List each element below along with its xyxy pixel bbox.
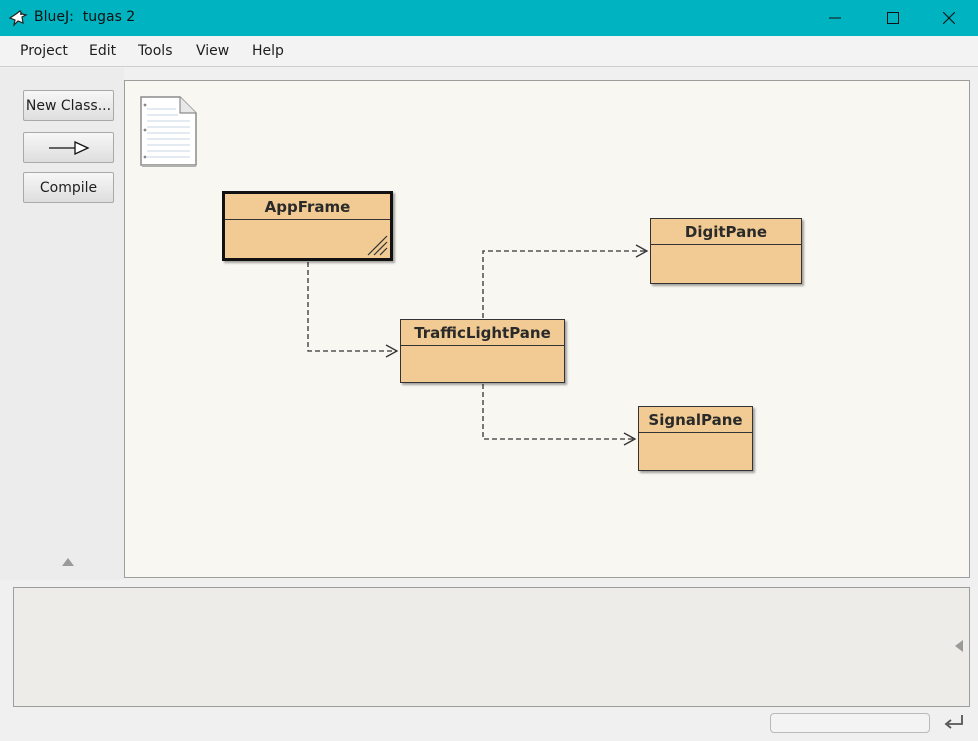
- bluej-bird-icon: [8, 10, 28, 27]
- object-bench[interactable]: [13, 587, 970, 707]
- class-appframe[interactable]: AppFrame: [222, 191, 393, 261]
- triangle-left-icon[interactable]: [954, 639, 964, 653]
- class-name-trafficlightpane: TrafficLightPane: [401, 320, 564, 346]
- class-name-digitpane: DigitPane: [651, 219, 801, 245]
- menu-bar: Project Edit Tools View Help: [0, 36, 978, 67]
- triangle-up-icon[interactable]: [61, 557, 75, 567]
- menu-edit[interactable]: Edit: [89, 43, 117, 59]
- close-button[interactable]: [920, 0, 978, 36]
- project-name: tugas 2: [82, 9, 136, 25]
- app-name: BlueJ:: [34, 9, 74, 25]
- minimize-button[interactable]: [806, 0, 864, 36]
- dependency-trafficlightpane-signalpane: [482, 384, 634, 440]
- class-signalpane[interactable]: SignalPane: [638, 406, 753, 471]
- menu-help[interactable]: Help: [252, 43, 284, 59]
- inheritance-arrow-icon: [48, 140, 90, 155]
- dependency-appframe-trafficlightpane: [307, 262, 396, 352]
- menu-view[interactable]: View: [196, 43, 230, 59]
- resize-handle-icon[interactable]: [366, 234, 388, 256]
- minimize-icon: [829, 17, 841, 19]
- menu-tools[interactable]: Tools: [138, 43, 173, 59]
- class-name-appframe: AppFrame: [225, 194, 390, 220]
- readme-document-icon[interactable]: [138, 95, 198, 169]
- close-icon: [943, 12, 955, 24]
- reset-vm-icon[interactable]: [942, 712, 966, 734]
- class-name-signalpane: SignalPane: [639, 407, 752, 433]
- new-class-button[interactable]: New Class...: [23, 90, 114, 121]
- inheritance-arrow-button[interactable]: [23, 132, 114, 163]
- class-digitpane[interactable]: DigitPane: [650, 218, 802, 284]
- window-title: BlueJ: tugas 2: [34, 9, 135, 25]
- maximize-button[interactable]: [864, 0, 922, 36]
- menu-project[interactable]: Project: [20, 43, 68, 59]
- compile-button[interactable]: Compile: [23, 172, 114, 203]
- vm-progress-bar: [770, 713, 930, 733]
- dependency-trafficlightpane-digitpane: [482, 250, 646, 318]
- class-trafficlightpane[interactable]: TrafficLightPane: [400, 319, 565, 383]
- title-bar: BlueJ: tugas 2: [0, 0, 978, 36]
- maximize-icon: [887, 12, 899, 24]
